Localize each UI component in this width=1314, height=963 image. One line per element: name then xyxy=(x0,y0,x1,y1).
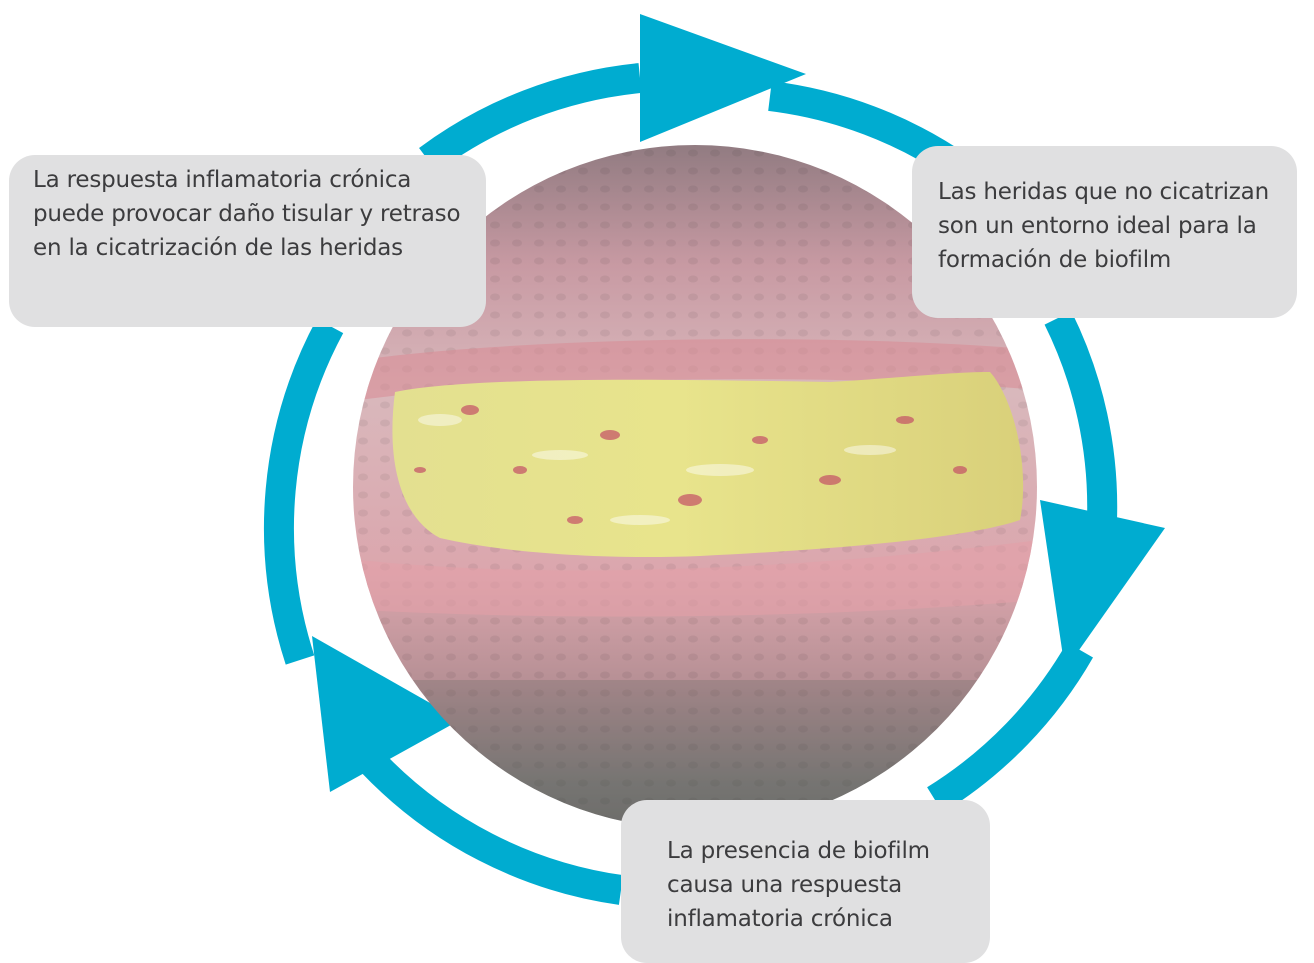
box-left-line-1: La respuesta inflamatoria crónica xyxy=(33,163,466,197)
arrowhead-top xyxy=(640,14,806,142)
box-inflammation-damage: La respuesta inflamatoria crónica puede … xyxy=(9,155,486,327)
arc-top-left xyxy=(428,78,640,160)
box-left-line-2: puede provocar daño tisular y retraso xyxy=(33,197,466,231)
box-right-line-1: Las heridas que no cicatrizan xyxy=(938,175,1277,209)
box-nonhealing-wounds: Las heridas que no cicatrizan son un ent… xyxy=(912,146,1297,318)
box-biofilm-presence: La presencia de biofilm causa una respue… xyxy=(621,800,990,963)
arrowhead-right xyxy=(1040,500,1165,670)
box-bottom-line-1: La presencia de biofilm xyxy=(667,834,970,868)
box-bottom-line-3: inflamatoria crónica xyxy=(667,902,970,936)
box-bottom-line-2: causa una respuesta xyxy=(667,868,970,902)
arc-left xyxy=(279,326,330,660)
box-right-line-2: son un entorno ideal para la xyxy=(938,209,1277,243)
box-left-line-3: en la cicatrización de las heridas xyxy=(33,231,466,265)
box-right-line-3: formación de biofilm xyxy=(938,243,1277,277)
arc-right xyxy=(1058,318,1102,520)
